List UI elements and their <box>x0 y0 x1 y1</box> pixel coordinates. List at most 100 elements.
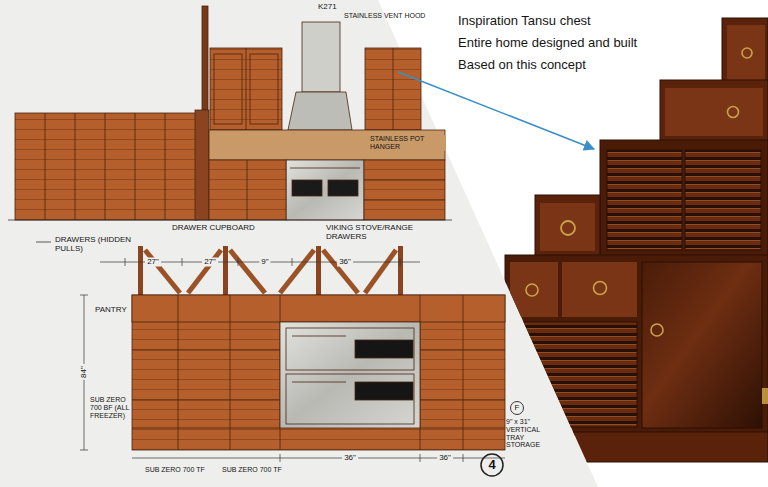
brace <box>323 250 358 293</box>
ring-pull <box>728 107 739 118</box>
ring-pull <box>594 282 607 295</box>
brace <box>280 250 314 293</box>
tansu-door <box>642 262 762 428</box>
dimension: 9" <box>259 258 270 267</box>
annotation: DRAWERS (HIDDEN PULLS) <box>55 236 135 254</box>
tansu-step <box>535 195 600 258</box>
annotation: 9" x 31" VERTICAL TRAY STORAGE <box>506 418 558 449</box>
timber-post <box>138 246 143 295</box>
range <box>286 160 364 220</box>
brace <box>188 250 221 293</box>
panel-line <box>105 113 106 220</box>
annotation: SUB ZERO 700 TF <box>222 466 282 474</box>
brace <box>145 250 180 293</box>
note-text: Entire home designed and built <box>458 36 637 51</box>
oven-window <box>292 180 322 196</box>
louvered-drawer <box>510 322 637 427</box>
tansu-step <box>660 80 768 142</box>
tansu-drawer <box>562 262 637 317</box>
paper-sheet <box>0 0 598 487</box>
base-cabinet <box>209 160 286 220</box>
vent-hood <box>288 92 352 130</box>
annotation: DRAWER CUPBOARD <box>172 224 255 233</box>
callout-letter: F <box>515 404 520 413</box>
lower-elevation <box>132 295 505 450</box>
range-control <box>290 168 360 169</box>
annotation: VIKING STOVE/RANGE DRAWERS <box>326 224 421 242</box>
sheet-number-circle <box>481 454 503 476</box>
cabinet-wall <box>132 295 505 450</box>
oven-window <box>355 340 413 358</box>
door-line <box>246 48 247 130</box>
door-frame <box>214 54 242 124</box>
panel-line <box>45 113 46 220</box>
sheet-number: 4 <box>488 458 495 473</box>
oven-door <box>286 328 414 370</box>
dimension-line <box>100 258 420 266</box>
note-text: Based on this concept <box>458 58 586 73</box>
louvered-door <box>607 150 682 250</box>
end-panel <box>195 110 209 220</box>
timber-frame <box>138 246 403 295</box>
annotation: SUB ZERO 700 TF <box>145 466 205 474</box>
oven-stack <box>280 322 420 428</box>
upper-elevation <box>8 6 452 220</box>
door-line <box>393 48 394 130</box>
dimension: 36" <box>437 454 453 463</box>
tansu-chest-photo <box>500 18 768 462</box>
tansu-base-cabinet <box>505 255 768 435</box>
panel-line <box>165 113 166 220</box>
timber-post <box>398 246 403 295</box>
note-text: Inspiration Tansu chest <box>458 14 591 29</box>
tall-cabinet <box>15 113 197 220</box>
drawer-line <box>364 200 445 201</box>
tansu-drawer <box>510 262 558 317</box>
door-frame <box>250 54 278 124</box>
dimension-line <box>80 295 88 450</box>
panel-line <box>75 113 76 220</box>
upper-cabinet <box>210 48 282 130</box>
annotation: K271 <box>318 3 337 12</box>
tansu-drawer <box>727 25 765 87</box>
base-cabinet <box>364 160 445 220</box>
louvered-door <box>685 150 761 250</box>
dimension: 36" <box>342 454 358 463</box>
oven-door <box>286 374 414 424</box>
drawer-line <box>364 180 445 181</box>
annotation: SUB ZERO 700 BF (ALL FREEZER) <box>90 396 130 419</box>
oven-window <box>355 382 413 400</box>
dimension: 36" <box>337 258 353 267</box>
upper-cabinet <box>365 48 421 130</box>
annotation: STAINLESS VENT HOOD <box>344 12 425 20</box>
brace <box>230 250 265 293</box>
dimension: 27" <box>202 258 218 267</box>
tansu-plinth <box>500 432 768 462</box>
dimension-line <box>132 454 505 462</box>
tansu-drawer <box>665 88 763 136</box>
brace <box>365 250 396 293</box>
oven-window <box>328 180 358 196</box>
timber-post <box>223 246 228 295</box>
ring-pull <box>651 324 663 336</box>
door-line <box>247 160 248 220</box>
dimension: 27" <box>145 258 161 267</box>
vent-hood-chimney <box>302 22 340 92</box>
callout-circle <box>511 402 524 415</box>
top-band <box>132 295 505 322</box>
timber-post <box>316 246 321 295</box>
leader-line <box>36 242 51 243</box>
dimension: 84" <box>80 364 89 380</box>
timber-braces <box>145 250 396 293</box>
hinge <box>762 388 768 404</box>
ring-pull <box>742 48 752 58</box>
tansu-drawer <box>540 203 595 251</box>
annotation: PANTRY <box>95 306 127 315</box>
wall-post <box>202 6 208 110</box>
annotation: STAINLESS POT HANGER <box>368 135 446 151</box>
backsplash <box>209 130 445 160</box>
tansu-louvered-cabinet <box>600 140 768 258</box>
ring-pull <box>526 284 538 296</box>
panel-line <box>135 113 136 220</box>
floor-line <box>8 220 452 221</box>
